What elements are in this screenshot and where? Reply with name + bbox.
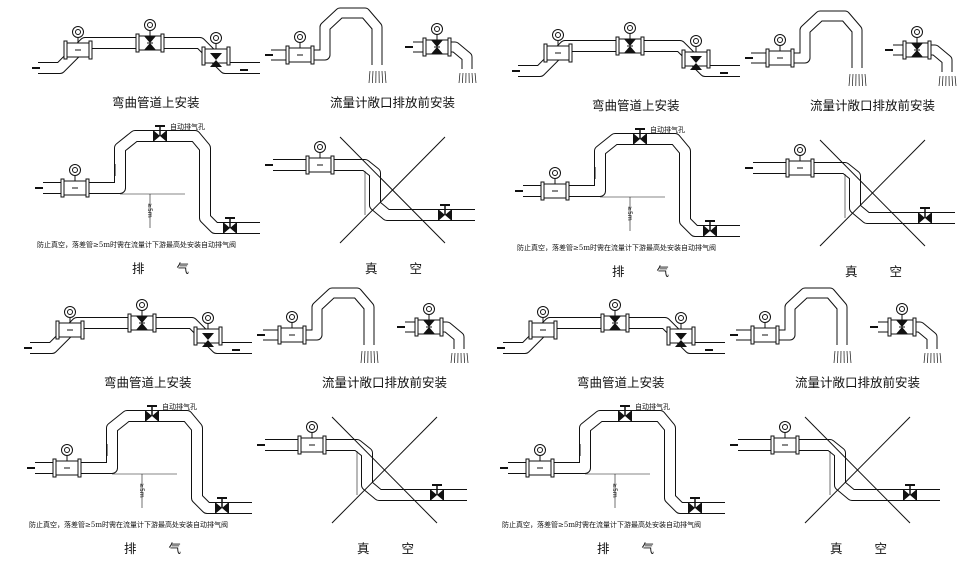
downstream-valve <box>223 217 237 234</box>
caption-before-outlet: 流量计敞口排放前安装 <box>795 375 921 390</box>
flowmeter-exhaust <box>540 167 570 201</box>
open-outlet-diagram-1 <box>265 7 477 84</box>
height-mark-label: ≥5m <box>146 203 153 218</box>
vacuum-diagram-4 <box>730 416 940 524</box>
downstream-valve <box>215 497 229 514</box>
exhaust-diagram-2 <box>515 128 740 237</box>
vacuum-valve <box>918 207 932 224</box>
auto-vent-valve <box>618 405 632 422</box>
caption-exhaust: 排 气 <box>132 261 203 276</box>
cross-out-mark <box>804 416 911 524</box>
open-outlet-diagram-2 <box>745 10 957 87</box>
caption-bent-pipe: 弯曲管道上安装 <box>104 375 192 390</box>
flowmeter-vacuum <box>770 421 800 455</box>
auto-vent-label: 自动排气孔 <box>635 403 670 411</box>
caption-exhaust: 排 气 <box>124 541 195 556</box>
cross-out-mark <box>339 136 446 244</box>
downstream-valve <box>703 220 717 237</box>
flowmeter-before-riser <box>285 31 315 65</box>
bent-pipe-diagram-4 <box>497 299 725 354</box>
flowmeter-angled-left <box>543 29 573 63</box>
vacuum-prevention-note: 防止真空，落差管≥5m时需在流量计下游最高处安装自动排气阀 <box>502 521 701 529</box>
flowmeter-top <box>127 299 157 333</box>
flowmeter-elbow <box>414 303 444 337</box>
flowmeter-exhaust <box>60 164 90 198</box>
flowmeter-top <box>615 22 645 56</box>
flowmeter-exhaust <box>525 444 555 478</box>
vacuum-diagram-2 <box>745 139 955 247</box>
vacuum-valve <box>903 484 917 501</box>
vacuum-valve <box>430 484 444 501</box>
auto-vent-label: 自动排气孔 <box>650 126 685 134</box>
vacuum-diagram-1 <box>265 136 475 244</box>
caption-before-outlet: 流量计敞口排放前安装 <box>810 98 936 113</box>
vacuum-valve <box>438 204 452 221</box>
cross-out-mark <box>331 416 438 524</box>
caption-bent-pipe: 弯曲管道上安装 <box>592 98 680 113</box>
valve-top <box>144 36 156 50</box>
downstream-valve <box>688 497 702 514</box>
flowmeter-vacuum <box>785 144 815 178</box>
caption-vacuum: 真 空 <box>830 541 901 556</box>
flowmeter-angled-right <box>201 32 231 66</box>
caption-vacuum: 真 空 <box>365 261 436 276</box>
valve-angled-right <box>675 333 687 347</box>
vacuum-prevention-note: 防止真空，落差管≥5m时需在流量计下游最高处安装自动排气阀 <box>29 521 228 529</box>
vacuum-diagram-3 <box>257 416 467 524</box>
flowmeter-vacuum <box>305 141 335 175</box>
caption-bent-pipe: 弯曲管道上安装 <box>112 95 200 110</box>
flowmeter-angled-left <box>55 306 85 340</box>
auto-vent-valve <box>145 405 159 422</box>
bent-pipe-diagram-2 <box>512 22 740 77</box>
auto-vent-label: 自动排气孔 <box>162 403 197 411</box>
caption-exhaust: 排 气 <box>612 264 683 279</box>
valve-angled-right <box>202 333 214 347</box>
flowmeter-before-riser <box>750 311 780 345</box>
flowmeter-angled-left <box>528 306 558 340</box>
exhaust-diagram-1 <box>35 125 260 234</box>
exhaust-diagram-4 <box>500 405 725 514</box>
caption-exhaust: 排 气 <box>597 541 668 556</box>
valve-top <box>136 316 148 330</box>
height-mark-label: ≥5m <box>611 483 618 498</box>
valve-top <box>624 39 636 53</box>
auto-vent-label: 自动排气孔 <box>170 123 205 131</box>
valve-elbow <box>431 40 443 54</box>
flowmeter-before-riser <box>277 311 307 345</box>
caption-vacuum: 真 空 <box>845 264 916 279</box>
height-mark-label: ≥5m <box>138 483 145 498</box>
caption-before-outlet: 流量计敞口排放前安装 <box>330 95 456 110</box>
bent-pipe-diagram-3 <box>24 299 252 354</box>
vacuum-prevention-note: 防止真空，落差管≥5m时需在流量计下游最高处安装自动排气阀 <box>517 244 716 252</box>
caption-vacuum: 真 空 <box>357 541 428 556</box>
height-mark-label: ≥5m <box>626 206 633 221</box>
vacuum-prevention-note: 防止真空，落差管≥5m时需在流量计下游最高处安装自动排气阀 <box>37 241 236 249</box>
cross-out-mark <box>819 139 926 247</box>
valve-elbow <box>896 320 908 334</box>
flowmeter-vacuum <box>297 421 327 455</box>
open-outlet-diagram-3 <box>257 287 469 364</box>
flowmeter-angled-left <box>63 26 93 60</box>
exhaust-diagram-3 <box>27 405 252 514</box>
valve-top <box>609 316 621 330</box>
valve-angled-right <box>210 53 222 67</box>
flowmeter-before-riser <box>765 34 795 68</box>
flowmeter-exhaust <box>52 444 82 478</box>
open-outlet-diagram-4 <box>730 287 942 364</box>
valve-angled-right <box>690 56 702 70</box>
auto-vent-valve <box>153 125 167 142</box>
caption-bent-pipe: 弯曲管道上安装 <box>577 375 665 390</box>
auto-vent-valve <box>633 128 647 145</box>
valve-elbow <box>423 320 435 334</box>
bent-pipe-diagram-1 <box>32 19 260 74</box>
caption-before-outlet: 流量计敞口排放前安装 <box>322 375 448 390</box>
valve-elbow <box>911 43 923 57</box>
